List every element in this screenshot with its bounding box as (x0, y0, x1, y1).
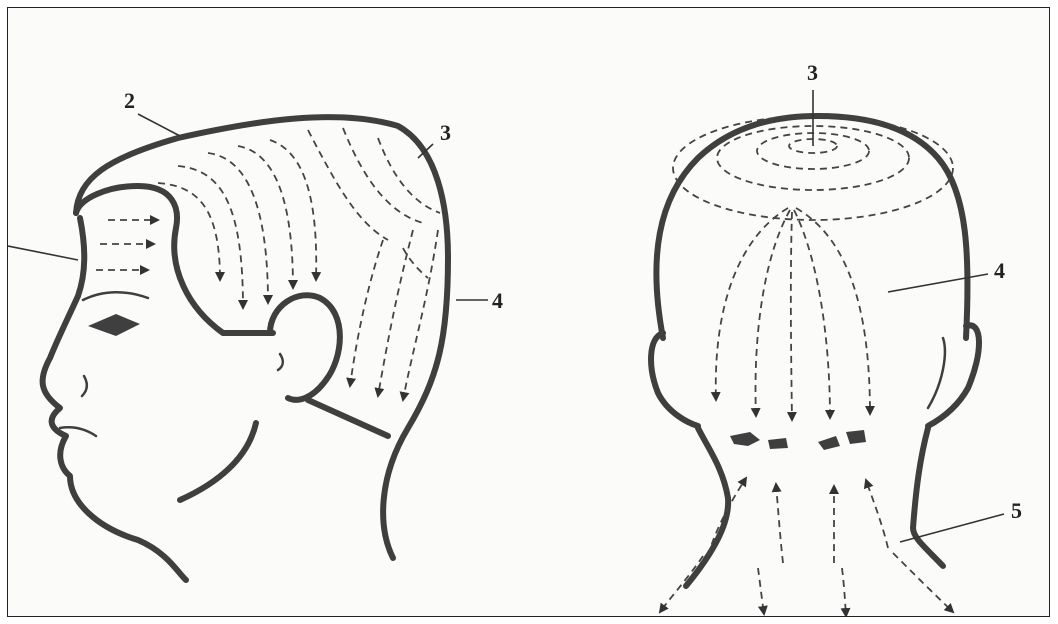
back-label-3: 3 (807, 60, 818, 85)
side-view-head: 2 3 4 (8, 88, 503, 580)
side-arrow (208, 153, 268, 303)
back-ear-right (928, 325, 979, 426)
back-ear-left (651, 333, 698, 426)
back-arrow (660, 556, 703, 612)
side-whorl (343, 128, 423, 223)
back-arrow (866, 480, 888, 548)
back-arrow (893, 553, 953, 612)
nape-whorls (846, 430, 866, 444)
side-label-3: 3 (440, 120, 451, 145)
side-arrow (350, 240, 383, 386)
back-label-4: 4 (994, 258, 1005, 283)
back-arrow (791, 212, 792, 420)
back-neck-right (913, 428, 943, 566)
side-ear (270, 295, 340, 400)
side-nape-edge (308, 400, 388, 436)
back-leader-4 (888, 274, 988, 292)
diagram-canvas: 2 3 4 (8, 8, 1050, 617)
side-arrow (238, 146, 293, 288)
side-leader-1 (8, 246, 78, 260)
side-jaw (180, 423, 256, 500)
hair-growth-diagram: 2 3 4 (7, 7, 1050, 617)
side-whorl (308, 130, 388, 240)
back-arrow (796, 208, 870, 414)
back-label-5: 5 (1011, 498, 1022, 523)
back-arrow (776, 484, 783, 563)
side-face-profile (43, 218, 186, 580)
side-eyebrow (83, 292, 148, 300)
side-eye (88, 314, 140, 336)
side-arrow (378, 230, 413, 396)
side-leader-2 (138, 114, 180, 136)
side-arrow (403, 248, 428, 278)
side-hairline (76, 186, 273, 333)
side-ear-inner (278, 354, 283, 370)
back-ear-right-inner (928, 338, 945, 408)
side-label-4: 4 (492, 288, 503, 313)
side-label-2: 2 (124, 88, 135, 113)
back-neck-left (686, 428, 728, 586)
nape-whorls (730, 432, 760, 446)
side-arrow (178, 166, 243, 308)
nape-whorls (818, 436, 840, 450)
back-arrow (755, 210, 790, 416)
back-arrow (842, 568, 846, 616)
nape-whorls (768, 438, 788, 449)
back-view-head: 3 4 5 (651, 60, 1022, 616)
back-arrow (794, 210, 830, 418)
back-arrow (758, 568, 764, 614)
side-nostril (82, 376, 87, 396)
back-head-outline (656, 116, 967, 338)
